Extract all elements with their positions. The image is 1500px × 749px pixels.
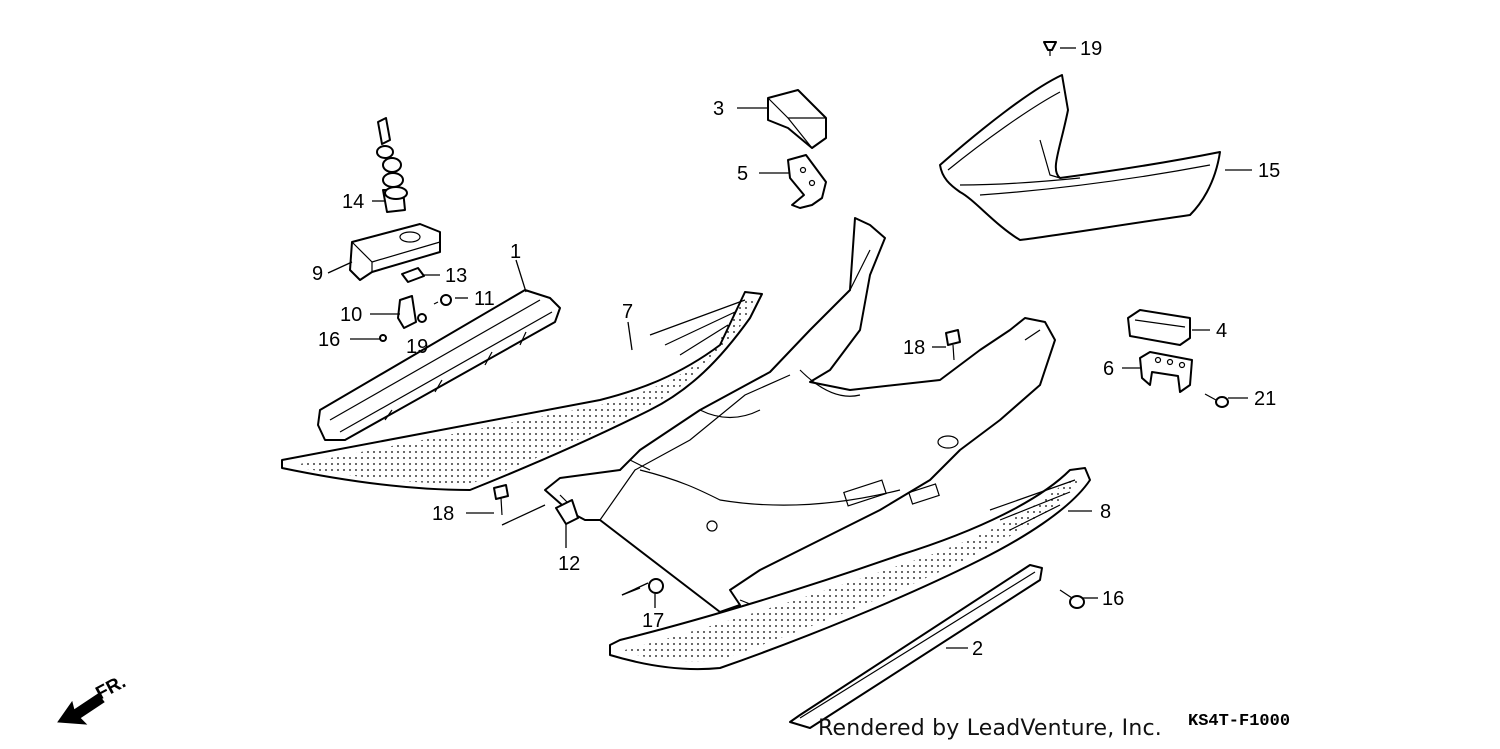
- part-15-rear-cover: [939, 74, 1221, 241]
- callout-19-left: 19: [406, 336, 428, 358]
- callout-17: 17: [642, 610, 664, 632]
- callout-14: 14: [342, 191, 364, 213]
- callout-1: 1: [510, 241, 521, 263]
- front-direction-indicator: FR.: [57, 672, 129, 725]
- callout-9: 9: [312, 263, 323, 285]
- part-14-key-lock: [376, 117, 408, 213]
- callout-7: 7: [622, 301, 633, 323]
- part-6-bracket: [1139, 351, 1193, 393]
- callout-3: 3: [713, 98, 724, 120]
- leader-lines: [327, 47, 1252, 649]
- callout-19-top: 19: [1080, 38, 1102, 60]
- callout-5: 5: [737, 163, 748, 185]
- part-7-left-floor-step: [281, 291, 763, 491]
- part-12-floor-body: [544, 217, 1056, 613]
- callouts: 19 3 5 15 14 1 9 13 11 10 7 16 19 4 18 6…: [312, 38, 1280, 660]
- callout-18-left: 18: [432, 503, 454, 525]
- callout-4: 4: [1216, 320, 1227, 342]
- front-arrow-icon: [57, 693, 105, 725]
- fasteners: [493, 329, 1229, 609]
- callout-6: 6: [1103, 358, 1114, 380]
- callout-11: 11: [474, 288, 495, 310]
- callout-8: 8: [1100, 501, 1111, 523]
- callout-18-right: 18: [903, 337, 925, 359]
- callout-10: 10: [340, 304, 362, 326]
- callout-21: 21: [1254, 388, 1276, 410]
- callout-13: 13: [445, 265, 467, 287]
- part-8-right-floor-step: [609, 467, 1091, 671]
- part-5-bracket: [787, 154, 827, 209]
- callout-16: 16: [1102, 588, 1124, 610]
- diagram-code: KS4T-F1000: [1188, 712, 1291, 731]
- callout-2: 2: [972, 638, 983, 660]
- callout-15: 15: [1258, 160, 1280, 182]
- credit-text: Rendered by LeadVenture, Inc.: [818, 716, 1162, 741]
- callout-20: 16: [318, 329, 340, 351]
- small-hardware: [379, 41, 1057, 342]
- part-1-side-rail: [317, 289, 561, 441]
- part-3-bracket: [767, 89, 827, 149]
- part-2-lower-rail: [789, 564, 1043, 729]
- part-4-cap: [1127, 309, 1191, 346]
- callout-12: 12: [558, 553, 580, 575]
- part-9-lock-cover: [349, 223, 441, 281]
